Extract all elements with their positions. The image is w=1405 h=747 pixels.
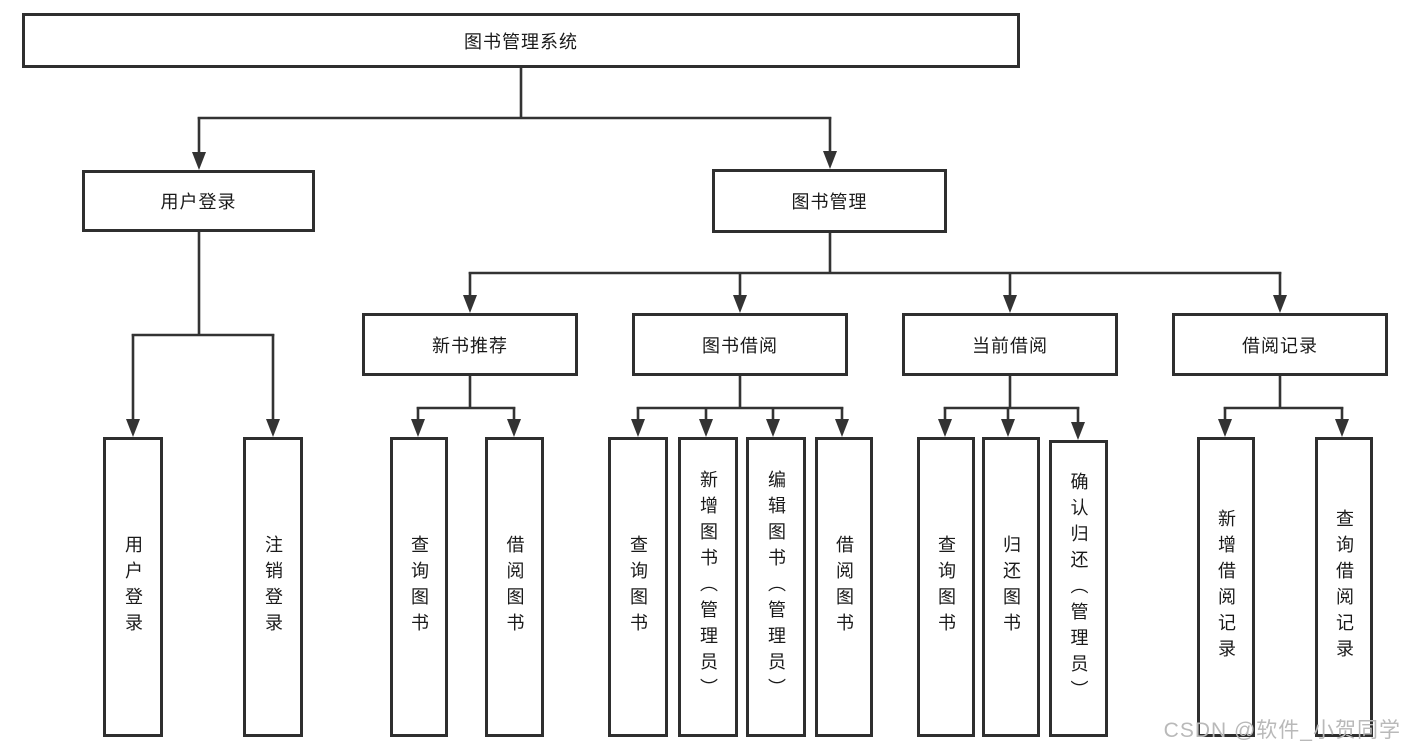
- leaf-edit-books-admin: 编辑图书（管理员）: [746, 437, 806, 737]
- node-current-borrow: 当前借阅: [902, 313, 1118, 376]
- node-root-system: 图书管理系统: [22, 13, 1020, 68]
- node-book-borrow: 图书借阅: [632, 313, 848, 376]
- leaf-confirm-return-admin: 确认归还（管理员）: [1049, 440, 1108, 737]
- leaf-query-books-1: 查询图书: [390, 437, 448, 737]
- leaf-add-borrow-record: 新增借阅记录: [1197, 437, 1255, 737]
- node-user-login: 用户登录: [82, 170, 315, 232]
- node-borrow-records: 借阅记录: [1172, 313, 1388, 376]
- leaf-logout: 注销登录: [243, 437, 303, 737]
- leaf-return-books: 归还图书: [982, 437, 1040, 737]
- leaf-query-books-2: 查询图书: [608, 437, 668, 737]
- csdn-watermark: CSDN @软件_小贺同学: [1163, 719, 1401, 742]
- leaf-borrow-books-2: 借阅图书: [815, 437, 873, 737]
- arrowheads: [126, 151, 1349, 440]
- leaf-user-login: 用户登录: [103, 437, 163, 737]
- node-book-management: 图书管理: [712, 169, 947, 233]
- node-new-book-recommend: 新书推荐: [362, 313, 578, 376]
- leaf-query-borrow-record: 查询借阅记录: [1315, 437, 1373, 737]
- leaf-borrow-books-1: 借阅图书: [485, 437, 544, 737]
- leaf-query-books-3: 查询图书: [917, 437, 975, 737]
- leaf-add-books-admin: 新增图书（管理员）: [678, 437, 738, 737]
